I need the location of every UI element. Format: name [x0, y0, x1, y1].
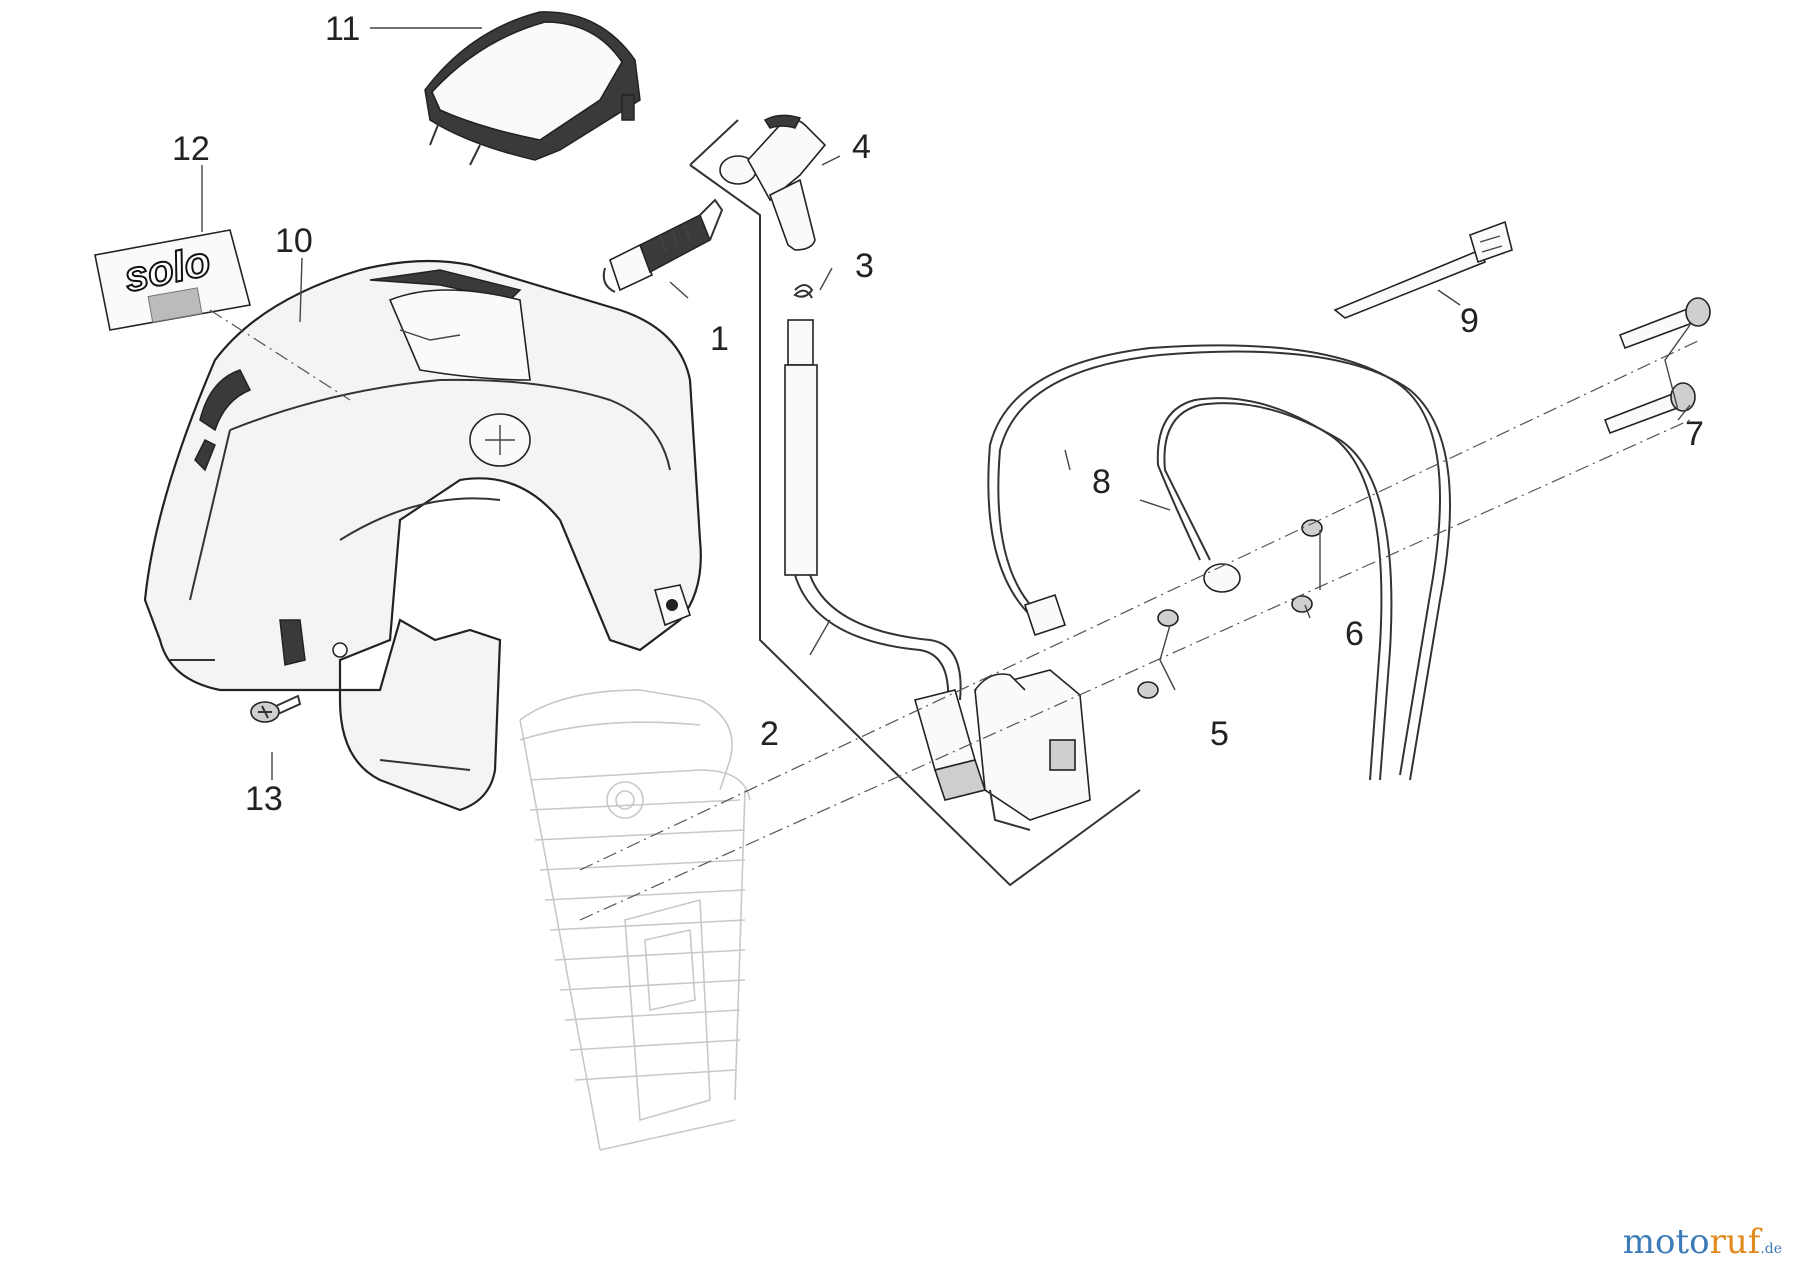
- cover-screw-part: [250, 694, 302, 723]
- watermark-suffix: .de: [1760, 1241, 1782, 1257]
- watermark-logo: motoruf.de: [1623, 1222, 1782, 1262]
- watermark-part-2: ruf: [1709, 1222, 1761, 1262]
- washer-parts: [1137, 519, 1323, 699]
- callout-9: 9: [1460, 302, 1479, 340]
- callout-5: 5: [1210, 715, 1229, 753]
- watermark-part-1: moto: [1622, 1222, 1710, 1262]
- callout-1: 1: [710, 320, 729, 358]
- callout-labels: 1 2 3 4 5 6 7 8 9 10 11 12 13: [172, 10, 1704, 818]
- cylinder-cover-part: [143, 259, 702, 812]
- spark-plug-part: [602, 198, 724, 293]
- callout-3: 3: [855, 247, 874, 285]
- callout-7: 7: [1685, 415, 1704, 453]
- callout-4: 4: [852, 128, 871, 166]
- spring-clip-part: [793, 284, 814, 299]
- ground-wire-part: [987, 344, 1451, 781]
- callout-8: 8: [1092, 463, 1111, 501]
- top-cap-part: [424, 11, 641, 166]
- solo-decal-part: solo: [94, 229, 251, 331]
- alignment-lines: [209, 309, 1701, 921]
- callout-2: 2: [760, 715, 779, 753]
- cable-tie-part: [1333, 220, 1513, 319]
- leader-lines: [201, 27, 1691, 780]
- callout-6: 6: [1345, 615, 1364, 653]
- cylinder-ghost: [519, 689, 751, 1151]
- callout-11: 11: [325, 10, 360, 48]
- coil-screws-part: [1603, 297, 1711, 435]
- callout-12: 12: [172, 130, 210, 168]
- callout-10: 10: [275, 222, 313, 260]
- callout-13: 13: [245, 780, 283, 818]
- ignition-coil-assembly: [689, 119, 1141, 887]
- spark-plug-boot-part: [719, 114, 827, 251]
